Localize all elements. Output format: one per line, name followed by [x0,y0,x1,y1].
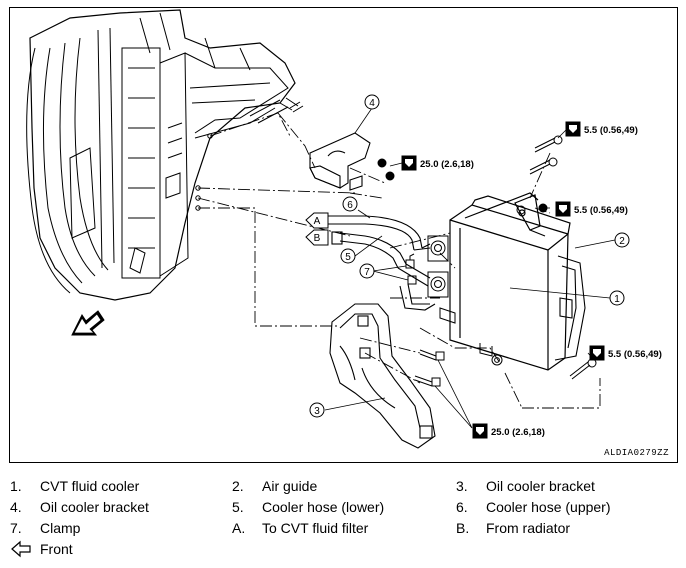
torque-lower-right: 5.5 (0.56,49) [608,349,662,360]
cvt-cooler-diagram: A B 4 2 1 3 5 6 7 5.5 (0.56,49) [26,9,662,449]
legend-label: Oil cooler bracket [40,499,149,515]
legend-key: 6. [456,499,468,515]
torque-upper-bracket: 25.0 (2.6,18) [420,159,474,170]
callout-3: 3 [314,406,320,417]
legend-key: 1. [10,478,22,494]
legend-label: Oil cooler bracket [486,478,595,494]
legend-label: CVT fluid cooler [40,478,140,494]
cooler-hoses [313,213,436,311]
callouts: 4 2 1 3 5 6 7 [309,94,630,418]
legend-key: 4. [10,499,22,515]
flow-markers: A B [305,212,329,246]
cvt-fluid-cooler [449,192,571,371]
marker-a: A [314,216,321,227]
air-guide [554,255,586,361]
hollow-left-arrow-icon [11,540,31,558]
front-direction-arrow [71,310,105,336]
body-structure [26,9,299,301]
legend-label: To CVT fluid filter [262,520,369,536]
callout-5: 5 [345,252,351,263]
marker-b: B [314,233,321,244]
torque-bottom: 25.0 (2.6,18) [491,427,545,438]
legend-label: Cooler hose (lower) [262,499,385,515]
oil-cooler-bracket-upper [309,132,371,191]
legend-key: 3. [456,478,468,494]
legend-key: 2. [232,478,244,494]
legend-label: Cooler hose (upper) [486,499,611,515]
cooler-fittings [427,235,503,366]
legend-key: A. [232,520,246,536]
legend-label: Clamp [40,520,81,536]
callout-4: 4 [369,98,375,109]
torque-top-right: 5.5 (0.56,49) [584,125,638,136]
legend-label: Air guide [262,478,318,494]
callout-7: 7 [364,267,370,278]
parts-legend: 1. CVT fluid cooler 2. Air guide 3. Oil … [10,476,680,564]
torque-annotations: 5.5 (0.56,49) 25.0 (2.6,18) 5.5 (0.56,49… [401,121,662,439]
reference-code: ALDIA0279ZZ [604,448,669,458]
diagram-frame: A B 4 2 1 3 5 6 7 5.5 (0.56,49) [9,7,678,463]
leader-lines [324,107,616,429]
alignment-lines [197,112,601,409]
legend-key: 7. [10,520,22,536]
fasteners [289,101,597,387]
legend-label-front: Front [40,541,73,557]
callout-2: 2 [619,236,625,247]
callout-1: 1 [614,294,620,305]
legend-key: B. [456,520,470,536]
legend-key: 5. [232,499,244,515]
torque-middle-right: 5.5 (0.56,49) [574,205,628,216]
legend-label: From radiator [486,520,571,536]
oil-cooler-bracket-lower [329,303,436,449]
callout-6: 6 [347,200,353,211]
